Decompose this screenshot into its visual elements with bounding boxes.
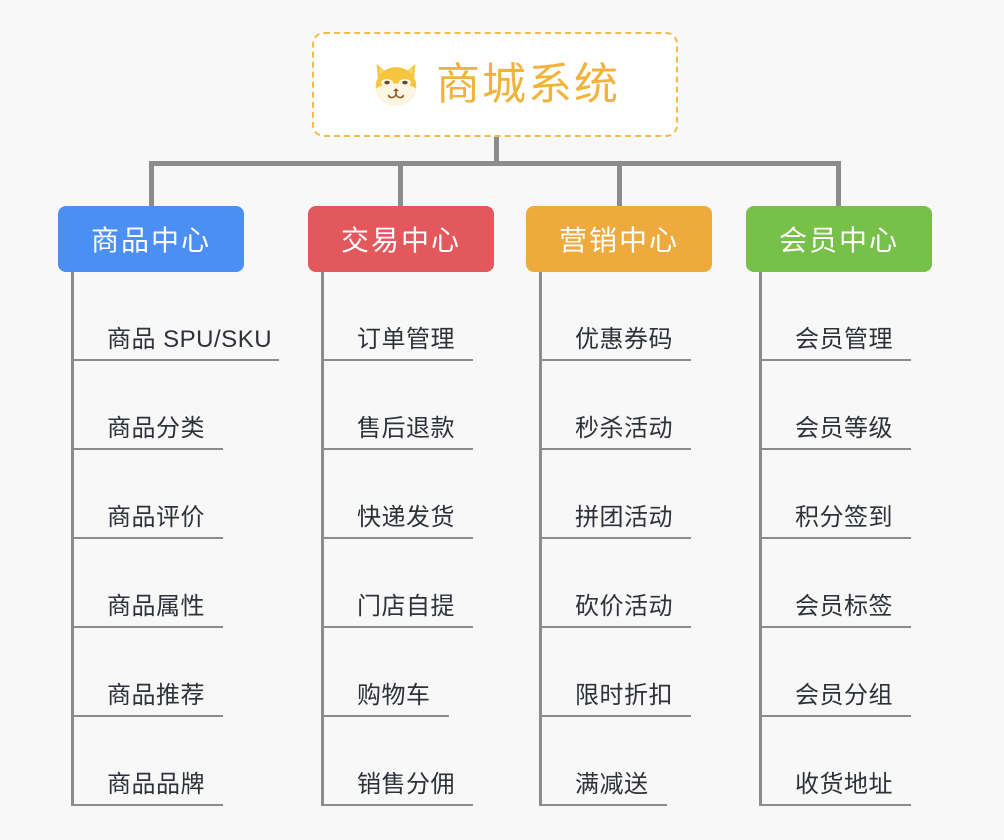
feature-label: 优惠券码	[575, 326, 673, 353]
connector-trunk-trade-center	[321, 272, 324, 806]
category-label: 商品中心	[90, 225, 211, 256]
connector-leaf-underline	[321, 448, 473, 450]
connector-leaf-underline	[71, 448, 223, 450]
feature-label: 商品 SPU/SKU	[107, 326, 273, 353]
feature-label: 销售分佣	[357, 771, 455, 798]
connector-leaf-underline	[71, 715, 223, 717]
root-node-label: 商城系统	[436, 59, 620, 109]
feature-label: 门店自提	[357, 593, 455, 620]
category-label: 营销中心	[558, 225, 679, 256]
connector-root-stem	[494, 137, 499, 164]
feature-label: 砍价活动	[575, 593, 673, 620]
feature-label: 会员管理	[795, 326, 893, 353]
connector-drop-product-center	[149, 161, 154, 208]
feature-label: 购物车	[357, 682, 431, 709]
feature-label: 会员分组	[795, 682, 893, 709]
feature-label: 快递发货	[357, 504, 455, 531]
feature-label: 拼团活动	[575, 504, 673, 531]
category-label: 会员中心	[778, 225, 899, 256]
connector-trunk-member-center	[759, 272, 762, 806]
connector-drop-trade-center	[398, 161, 403, 208]
feature-label: 会员标签	[795, 593, 893, 620]
category-box-marketing-center[interactable]: 营销中心	[526, 206, 712, 272]
connector-leaf-underline	[321, 626, 473, 628]
connector-trunk-product-center	[71, 272, 74, 806]
connector-leaf-underline	[71, 537, 223, 539]
connector-trunk-marketing-center	[539, 272, 542, 806]
feature-label: 满减送	[575, 771, 649, 798]
connector-leaf-underline	[539, 804, 667, 806]
connector-leaf-underline	[539, 715, 691, 717]
connector-leaf-underline	[759, 448, 911, 450]
connector-leaf-underline	[539, 626, 691, 628]
feature-label: 限时折扣	[575, 682, 673, 709]
connector-leaf-underline	[539, 359, 691, 361]
feature-label: 积分签到	[795, 504, 893, 531]
feature-label: 商品评价	[107, 504, 205, 531]
connector-drop-marketing-center	[617, 161, 622, 208]
connector-leaf-underline	[71, 804, 223, 806]
connector-leaf-underline	[759, 715, 911, 717]
connector-drop-member-center	[836, 161, 841, 208]
feature-label: 商品属性	[107, 593, 205, 620]
feature-label: 秒杀活动	[575, 415, 673, 442]
category-box-trade-center[interactable]: 交易中心	[308, 206, 494, 272]
connector-leaf-underline	[539, 537, 691, 539]
connector-leaf-underline	[759, 804, 911, 806]
feature-label: 收货地址	[795, 771, 893, 798]
connector-leaf-underline	[759, 359, 911, 361]
root-node-mall-system[interactable]: 商城系统	[312, 32, 678, 137]
category-box-member-center[interactable]: 会员中心	[746, 206, 932, 272]
feature-label: 商品分类	[107, 415, 205, 442]
feature-label: 售后退款	[357, 415, 455, 442]
connector-leaf-underline	[539, 448, 691, 450]
feature-label: 商品推荐	[107, 682, 205, 709]
connector-horizontal-bus	[149, 161, 841, 166]
connector-leaf-underline	[321, 715, 449, 717]
connector-leaf-underline	[321, 537, 473, 539]
connector-leaf-underline	[321, 804, 473, 806]
feature-label: 会员等级	[795, 415, 893, 442]
shiba-dog-face-icon	[375, 63, 417, 106]
connector-leaf-underline	[759, 626, 911, 628]
category-box-product-center[interactable]: 商品中心	[58, 206, 244, 272]
connector-leaf-underline	[321, 359, 473, 361]
category-label: 交易中心	[340, 225, 461, 256]
connector-leaf-underline	[71, 359, 279, 361]
feature-label: 订单管理	[357, 326, 455, 353]
connector-leaf-underline	[759, 537, 911, 539]
connector-leaf-underline	[71, 626, 223, 628]
feature-label: 商品品牌	[107, 771, 205, 798]
